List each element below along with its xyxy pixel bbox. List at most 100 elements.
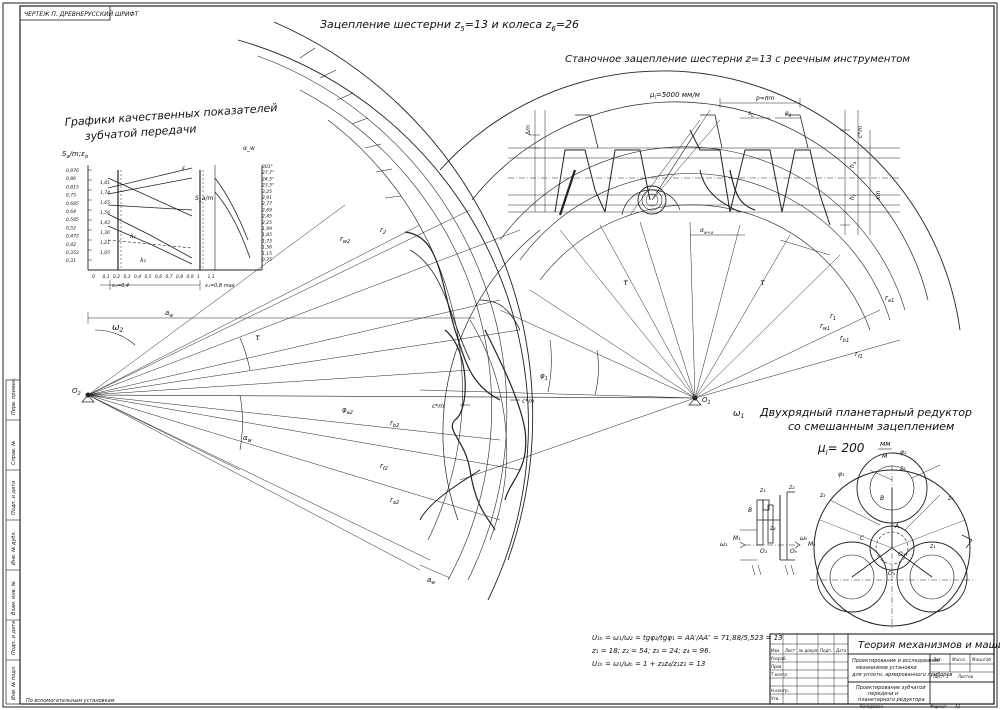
graph-y-tick-label: 0,52	[66, 225, 76, 231]
label-o1: O1	[702, 396, 711, 406]
label-phi-a2: φa2	[342, 406, 353, 416]
graph-right-ticks: 303°27,7°24,5°23,5°3,252,912,772,692,452…	[262, 164, 274, 263]
gear-mesh	[87, 21, 961, 601]
label-o2: O2	[72, 387, 81, 397]
title-mass: Масса	[952, 657, 965, 662]
graph-right-tick-label: 2,25	[262, 220, 272, 226]
title-subject-3: планетарного редуктора	[858, 697, 925, 703]
graph-x-tick-label: 0,3	[124, 274, 131, 280]
graph-right-tick-label: 0,75	[262, 257, 272, 263]
graph-mid-tick-label: 1,74	[100, 190, 110, 196]
title-sheet-value: 1	[946, 674, 949, 679]
graph-right-tick-label: 1,56	[262, 245, 272, 251]
title-desc-1: Проектирование и исследование	[852, 658, 940, 664]
side-text-2: Справ. №	[11, 441, 17, 465]
side-text-4: Инв. № дубл.	[11, 531, 17, 565]
planetary-label-oh: Oₕ	[790, 548, 798, 555]
label-r1: r1	[830, 312, 836, 322]
title-row-razrab: Разраб.	[771, 656, 787, 661]
graph-x-tick-label: 1	[197, 274, 200, 280]
title-format: Формат	[930, 704, 947, 709]
label-rw2: rw2	[340, 235, 350, 245]
title-lit: Лит.	[932, 657, 942, 662]
title-col-sign: Подп.	[820, 648, 832, 653]
graph-x-tick-label: 0,6	[155, 274, 162, 280]
title-row-tkontr: Т.контр.	[771, 672, 788, 677]
label-ra2: ra2	[390, 496, 399, 506]
title-desc-2: механизмов установки	[856, 665, 917, 671]
graph-mid-ticks: 1,811,741,651,561,431,301,211,05	[100, 180, 110, 256]
title-desc-3: для уплотн. армированного приборов	[851, 672, 953, 678]
graph-x-tick-label: 0,4	[134, 274, 141, 280]
label-s0: s0	[748, 110, 754, 118]
graph-y-tick-label: 0,685	[66, 201, 79, 207]
corner-stamp-box	[19, 5, 111, 21]
title-format-value: А1	[954, 704, 960, 709]
centre-o2	[81, 392, 95, 403]
graph-right-tick-label: 303°	[262, 164, 273, 170]
graph-x-tick-label: 0,9	[187, 274, 194, 280]
formula-1: U₁ₕ = ω₁/ω₂ = tgφ₂/tgφ₁ = AA′/AA″ = 71,8…	[592, 634, 783, 642]
graph-x-tick-label: 0,2	[113, 274, 120, 280]
graph-mid-tick-label: 1,56	[100, 210, 110, 216]
graph-y-tick-label: 0,475	[66, 234, 79, 240]
label-aw: aw	[165, 309, 174, 319]
planetary-label-z4: z₄	[769, 525, 776, 532]
centre-o1	[688, 395, 702, 406]
rack-mesh	[508, 98, 900, 256]
graph-x-caption: x₁=0,8 max	[204, 283, 235, 289]
label-omega2: ω2	[112, 323, 124, 334]
label-cm-left: c*m	[432, 403, 444, 410]
planetary-units-num: мм	[880, 440, 891, 448]
label-omega1: ω1	[733, 409, 744, 420]
title-col-list: Лист	[784, 648, 796, 653]
bottom-note: По вспомогательным установкам	[26, 698, 115, 704]
graph-right-tick-label: 23,5°	[262, 183, 274, 189]
planetary-front-z2: z₂	[899, 465, 906, 472]
graph-mid-tick-label: 1,43	[100, 220, 110, 226]
graph-right-tick-label: 3,25	[262, 189, 272, 195]
planetary-label-mh: Mₕ	[808, 541, 816, 548]
graph-x-tick-label: 0,1	[103, 274, 110, 280]
label-rb1: rb1	[840, 334, 849, 344]
graph-y-tick-label: 0,64	[66, 209, 76, 215]
label-tau-2: τ	[623, 278, 628, 287]
corner-stamp: ЧЕРТЕЖ П. ДРЕВНЕРУССКИЙ ШРИФТ	[24, 11, 140, 18]
label-delta-m: Δm	[525, 125, 532, 136]
graph-curve-label-l1: λ₁	[129, 233, 137, 240]
label-aw-bottom: aw	[427, 576, 436, 586]
label-tau-3: τ	[760, 278, 765, 287]
graph-y-ticks: 0,9760,860,8150,750,6850,640,5850,520,47…	[66, 168, 79, 264]
title-subject-2: передачи и	[868, 691, 899, 697]
planetary-front-view	[810, 452, 975, 630]
inner-frame	[19, 5, 995, 705]
title-row-nkontr: Н.контр.	[771, 688, 789, 693]
planetary-front-z1: z₁	[929, 543, 936, 550]
graph-right-tick-label: 1,99	[262, 226, 272, 232]
planetary-label-z2: z₂	[788, 484, 795, 491]
label-tau: τ	[255, 333, 260, 342]
label-rf2: rf2	[380, 462, 388, 472]
title-planetary-2: со смешанным зацеплением	[788, 420, 954, 433]
graph-right-tick-label: 2,91	[262, 195, 272, 201]
graph-curve-label-aw: α_w	[243, 145, 255, 152]
graph-curve-label-l2: λ₂	[139, 257, 147, 264]
quality-graph	[87, 165, 263, 290]
graph-right-tick-label: 1,85	[262, 232, 272, 238]
title-rack-mesh: Станочное зацепление шестерни z=13 с рее…	[565, 54, 910, 65]
planetary-label-omega1: ω₁	[720, 541, 728, 548]
label-rb2: rb2	[390, 419, 399, 429]
planetary-label-z1: z₁	[759, 487, 766, 494]
graph-y-tick-label: 0,75	[66, 193, 76, 199]
side-text-5: Взам. инв. №	[11, 581, 17, 615]
graph-y-tick-label: 0,815	[66, 184, 79, 190]
title-col-date: Дата	[835, 648, 847, 653]
side-text-3: Подп. и дата	[11, 481, 17, 515]
label-alpha-plus: αw+α	[700, 227, 714, 235]
label-rw1: rw1	[820, 322, 830, 332]
planetary-front-z3: z₃	[819, 492, 826, 499]
